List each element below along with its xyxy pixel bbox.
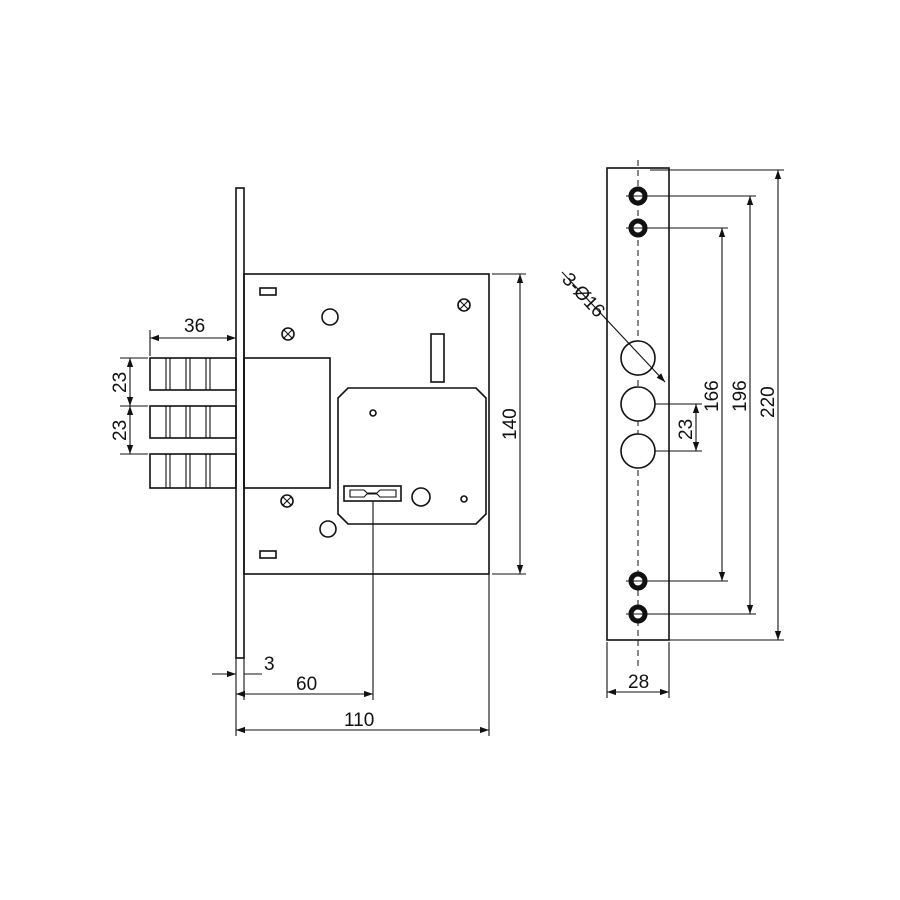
faceplate-front-view — [606, 160, 670, 668]
screw-hole — [626, 604, 650, 624]
dim-screw-pitch-middle: 196 — [730, 380, 751, 412]
bolt-middle — [149, 405, 237, 439]
screw-icon — [457, 298, 471, 312]
left-dimensions: 36 23 23 140 3 60 110 — [110, 273, 526, 736]
dim-bolt-pitch-lower: 23 — [110, 420, 131, 441]
keyhole-inner — [349, 489, 397, 498]
dim-backset: 60 — [296, 674, 317, 695]
dim-bolt-length: 36 — [184, 316, 205, 337]
screw-icon — [281, 327, 295, 341]
bolt-bottom — [149, 453, 237, 489]
dim-faceplate-thickness: 3 — [264, 654, 275, 675]
bolt-hole-top — [620, 340, 656, 376]
screw-icon — [280, 494, 294, 508]
faceplate-side — [235, 187, 245, 659]
dim-case-width: 110 — [344, 710, 374, 731]
bolt-hole-bottom — [620, 433, 656, 469]
bolt-hole-middle — [620, 386, 656, 422]
housing-pin-top — [369, 409, 377, 417]
dim-case-height: 140 — [500, 408, 521, 440]
hole-lower — [319, 520, 337, 538]
bolt-carrier — [243, 357, 331, 489]
housing-hole — [411, 487, 431, 507]
screw-hole — [626, 186, 650, 206]
vertical-slot — [430, 333, 445, 383]
lock-side-view — [149, 187, 490, 659]
dim-bolt-pitch-upper: 23 — [110, 372, 131, 393]
cylinder-housing — [337, 387, 487, 525]
housing-pin-bottom — [460, 495, 468, 503]
slot-top — [259, 287, 277, 296]
dim-screw-pitch-inner: 166 — [702, 380, 723, 412]
right-dimensions: 3-Ø16 23 166 196 220 28 — [557, 169, 784, 698]
lock-case — [243, 273, 490, 575]
dim-faceplate-width: 28 — [628, 672, 649, 693]
slot-bottom — [259, 550, 277, 559]
dim-hole-pitch: 23 — [676, 419, 697, 440]
dim-hole-spec: 3-Ø16 — [557, 269, 608, 322]
hole-upper — [321, 308, 339, 326]
bolt-top — [149, 357, 237, 391]
screw-hole — [626, 571, 650, 591]
bolts — [149, 357, 237, 489]
dim-faceplate-length: 220 — [758, 386, 779, 418]
screw-hole — [626, 218, 650, 238]
